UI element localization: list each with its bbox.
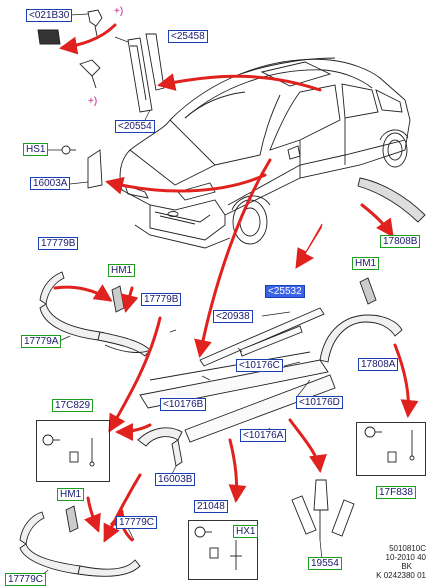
label-10176d[interactable]: <10176D — [296, 396, 343, 409]
ref-line-3: BK — [401, 562, 412, 571]
label-20554[interactable]: <20554 — [115, 120, 155, 133]
highlight-arrow — [295, 223, 323, 269]
label-25532[interactable]: <25532 — [265, 285, 305, 298]
label-25458[interactable]: <25458 — [168, 30, 208, 43]
kit-box-21048 — [188, 520, 258, 580]
label-21048[interactable]: 21048 — [194, 500, 228, 513]
label-17779c-right[interactable]: 17779C — [116, 516, 158, 529]
label-hm1-right[interactable]: HM1 — [352, 257, 380, 270]
label-17779b-right[interactable]: 17779B — [141, 293, 182, 306]
label-17779a[interactable]: 17779A — [21, 335, 62, 348]
label-hm1-left[interactable]: HM1 — [108, 264, 136, 277]
rear-arch-trim — [319, 277, 403, 363]
label-hx1[interactable]: HX1 — [233, 525, 259, 538]
label-hm1-bottom[interactable]: HM1 — [57, 488, 85, 501]
molding-17808b — [357, 177, 426, 223]
plus-mark-top: +) — [114, 6, 124, 17]
label-17779c[interactable]: 17779C — [5, 573, 47, 586]
label-10176a[interactable]: <10176A — [240, 429, 287, 442]
kit-box-17c829 — [36, 420, 110, 482]
kit-parts — [42, 426, 415, 570]
label-17c829[interactable]: 17C829 — [52, 399, 94, 412]
red-arrows — [53, 23, 419, 543]
ref-line-2: 10-2010 40 — [385, 553, 426, 562]
label-hs1[interactable]: HS1 — [23, 143, 49, 156]
car-body — [119, 57, 411, 249]
label-19554[interactable]: 19554 — [308, 557, 342, 570]
label-17808b[interactable]: 17808B — [380, 235, 421, 248]
label-17779b-top[interactable]: 17779B — [38, 237, 79, 250]
label-17808a[interactable]: 17808A — [358, 358, 399, 371]
label-10176c[interactable]: <10176C — [236, 359, 283, 372]
ref-line-4: K 0242380 01 — [376, 571, 426, 580]
label-17f838[interactable]: 17F838 — [376, 486, 416, 499]
sill-mouldings — [139, 307, 336, 443]
ref-line-1: 5010810C — [389, 544, 426, 553]
label-10176b[interactable]: <10176B — [160, 398, 207, 411]
label-021b30[interactable]: <021B30 — [26, 9, 73, 22]
plus-mark-bottom: +) — [88, 96, 98, 107]
label-16003a[interactable]: 16003A — [30, 177, 71, 190]
label-20938[interactable]: <20938 — [213, 310, 253, 323]
label-16003b[interactable]: 16003B — [155, 473, 196, 486]
rear-arch-trims — [19, 505, 141, 577]
reference-note: 5010810C 10-2010 40 BK K 0242380 01 — [376, 544, 426, 580]
kit-box-17f838 — [356, 422, 426, 476]
